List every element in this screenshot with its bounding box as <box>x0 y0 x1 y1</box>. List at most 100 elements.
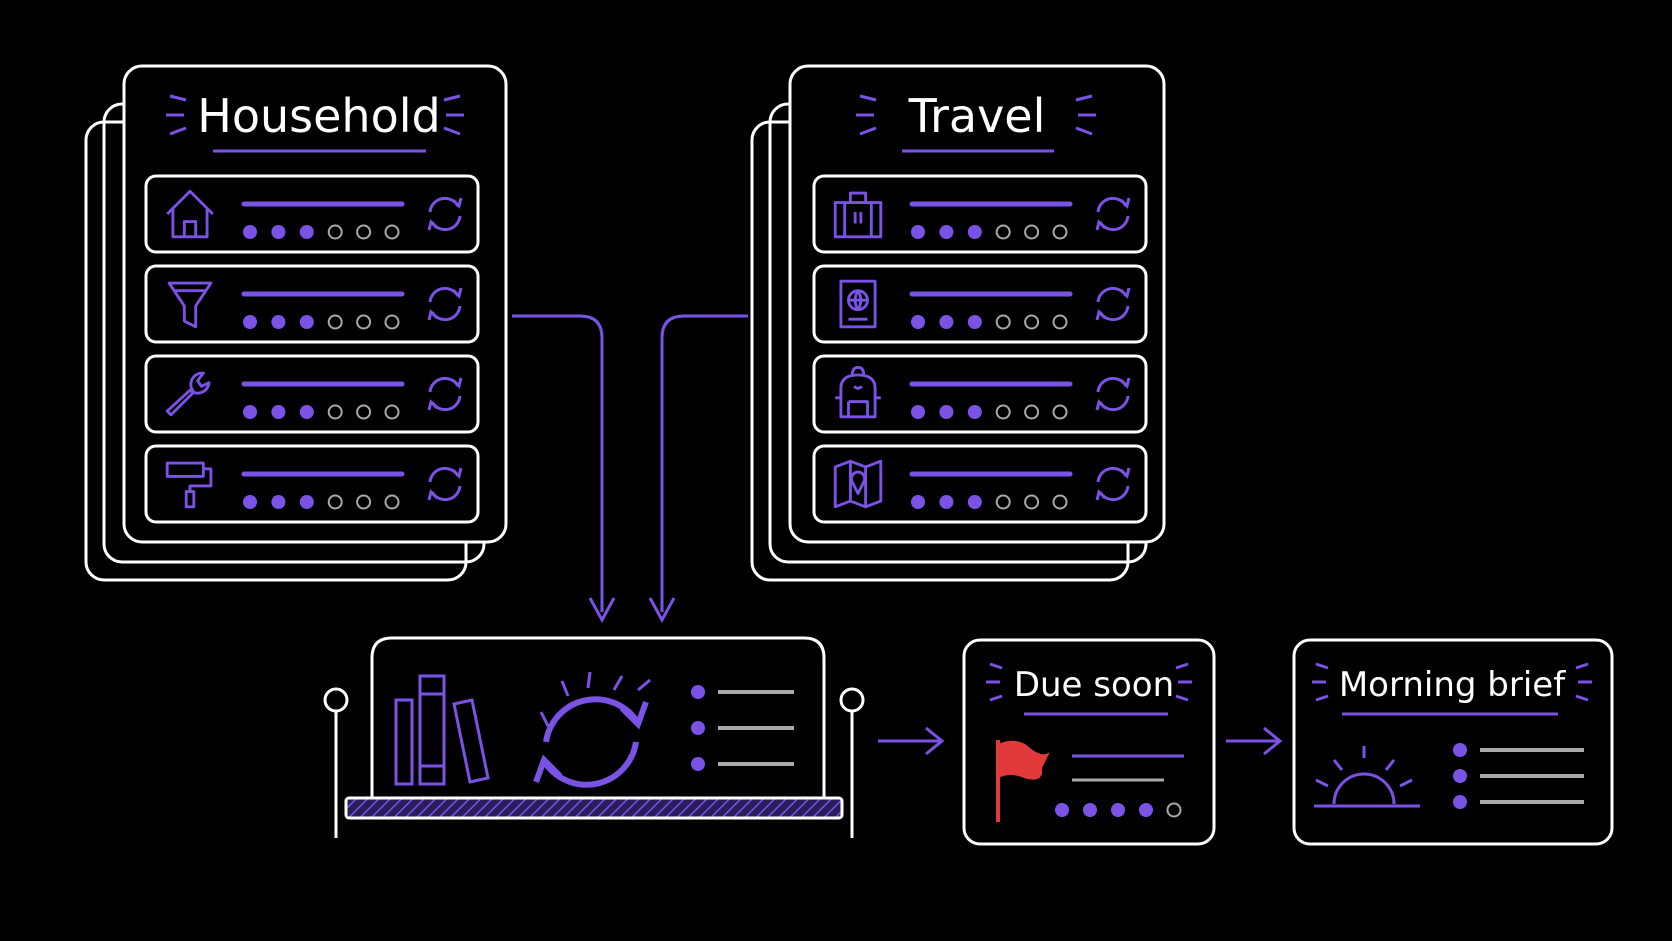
progress-dot-empty <box>356 404 372 420</box>
travel-title-sparks-right <box>1075 94 1096 136</box>
progress-dot-filled <box>1139 803 1153 817</box>
progress-dot-filled <box>939 405 954 419</box>
progress-dot-empty <box>1052 224 1068 240</box>
progress-dot-filled <box>967 225 982 239</box>
list-item <box>1453 795 1584 809</box>
list-bullet <box>691 721 705 735</box>
progress-dot-filled <box>911 495 925 509</box>
refresh-icon[interactable] <box>427 376 463 412</box>
progress-dot-filled <box>967 315 982 329</box>
morning-brief-frame <box>1292 638 1614 846</box>
progress-dot-empty <box>356 224 372 240</box>
progress-dot-empty <box>995 224 1011 240</box>
household-row-progress <box>243 494 400 510</box>
progress-dot-empty <box>1052 494 1068 510</box>
progress-dot-empty <box>1052 314 1068 330</box>
progress-dot-empty <box>1166 802 1182 818</box>
household-title: Household <box>197 89 440 143</box>
suitcase-icon <box>833 191 883 239</box>
travel-row-progress <box>911 494 1068 510</box>
progress-dot-empty <box>384 314 400 330</box>
backpack-icon <box>835 365 881 419</box>
progress-dot-filled <box>911 225 925 239</box>
household-stack: Household <box>84 64 508 582</box>
progress-dot-empty <box>1024 224 1040 240</box>
travel-row-progress <box>911 224 1068 240</box>
due-soon-sparks <box>986 662 1192 702</box>
household-row-progress <box>243 224 400 240</box>
progress-dot-filled <box>299 495 314 509</box>
refresh-icon[interactable] <box>1095 196 1131 232</box>
household-title-sparks-left <box>166 94 187 136</box>
shelf <box>323 636 865 838</box>
progress-dot-filled <box>939 495 954 509</box>
travel-row-frame <box>812 354 1148 434</box>
progress-dot-empty <box>995 314 1011 330</box>
progress-dot-empty <box>356 314 372 330</box>
progress-dot-empty <box>1024 314 1040 330</box>
household-row <box>144 174 480 254</box>
travel-connector-arrowhead <box>648 597 676 624</box>
progress-dot-empty <box>1024 404 1040 420</box>
due-soon-card: Due soon <box>962 638 1216 846</box>
list-bullet <box>1453 769 1467 783</box>
funnel-icon <box>167 281 213 329</box>
sunrise-icon <box>1314 746 1420 808</box>
travel-row-progress <box>911 314 1068 330</box>
travel-row <box>812 444 1148 524</box>
refresh-icon[interactable] <box>427 466 463 502</box>
household-row-frame <box>144 444 480 524</box>
house-icon <box>166 189 214 239</box>
progress-dot-filled <box>967 405 982 419</box>
progress-dot-empty <box>384 224 400 240</box>
progress-dot-filled <box>1083 803 1097 817</box>
progress-dot-empty <box>327 314 343 330</box>
progress-dot-filled <box>271 315 286 329</box>
refresh-icon[interactable] <box>427 196 463 232</box>
progress-dot-filled <box>1055 803 1069 817</box>
travel-row <box>812 354 1148 434</box>
shelf-list <box>691 685 794 771</box>
household-connector-arrowhead <box>588 597 616 624</box>
progress-dot-empty <box>1024 494 1040 510</box>
list-item <box>1453 769 1584 783</box>
flag-icon <box>996 740 1050 822</box>
refresh-icon[interactable] <box>1095 376 1131 412</box>
household-row-frame <box>144 174 480 254</box>
progress-dot-empty <box>995 494 1011 510</box>
shelf-panel <box>370 636 826 798</box>
list-item <box>691 757 794 771</box>
progress-dot-filled <box>967 495 982 509</box>
shelf-right-knob <box>839 687 865 713</box>
progress-dot-filled <box>243 315 257 329</box>
arrow-shelf-to-due <box>878 726 945 756</box>
sync-icon <box>533 671 651 788</box>
morning-brief-card: Morning brief <box>1292 638 1614 846</box>
travel-title-sparks-left <box>856 94 877 136</box>
refresh-icon[interactable] <box>1095 286 1131 322</box>
refresh-icon[interactable] <box>1095 466 1131 502</box>
progress-dot-filled <box>299 315 314 329</box>
travel-row <box>812 264 1148 344</box>
travel-row-frame <box>812 264 1148 344</box>
travel-row-frame <box>812 444 1148 524</box>
refresh-icon[interactable] <box>427 286 463 322</box>
progress-dot-filled <box>271 495 286 509</box>
progress-dot-filled <box>911 315 925 329</box>
household-row-frame <box>144 264 480 344</box>
travel-row-frame <box>812 174 1148 254</box>
progress-dot-filled <box>243 495 257 509</box>
travel-row <box>812 174 1148 254</box>
household-row <box>144 264 480 344</box>
list-item <box>1453 743 1584 757</box>
progress-dot-filled <box>939 315 954 329</box>
household-title-sparks-right <box>443 94 464 136</box>
household-row <box>144 354 480 434</box>
progress-dot-filled <box>243 405 257 419</box>
travel-row-progress <box>911 404 1068 420</box>
household-row-progress <box>243 404 400 420</box>
progress-dot-filled <box>271 405 286 419</box>
books-icon <box>394 674 490 786</box>
progress-dot-empty <box>327 224 343 240</box>
